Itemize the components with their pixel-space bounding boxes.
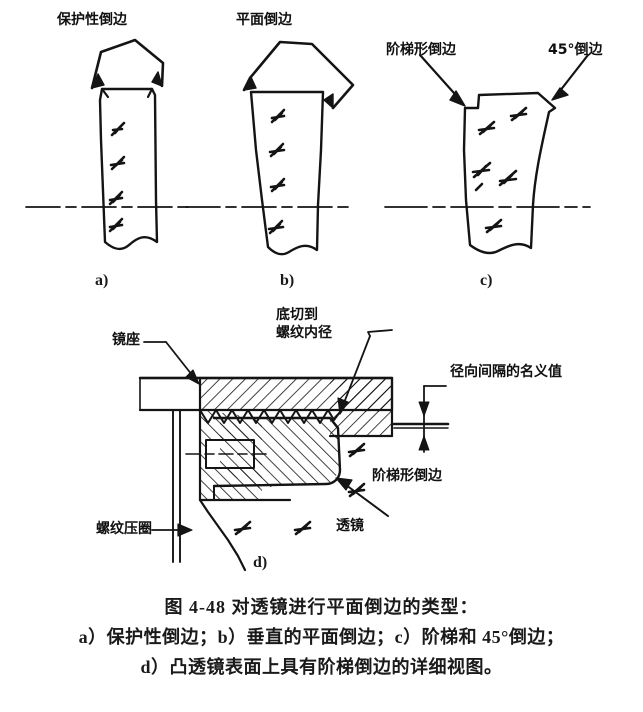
panel-d-label-mount: 镜座 xyxy=(112,332,140,348)
panel-a-left-arrowhead xyxy=(91,73,105,89)
panel-d-undercut-leader xyxy=(341,335,371,409)
panel-letter-c: c) xyxy=(480,272,493,289)
panel-d-mount-arrowhead xyxy=(185,369,200,385)
panel-b-surface-marks xyxy=(267,108,286,235)
panel-d-mount-hatch-left xyxy=(140,378,392,410)
panel-c-annotation-45-bevel: 45°倒边 xyxy=(548,42,603,58)
panel-a-lens-body xyxy=(98,87,159,251)
panel-b-drawing xyxy=(185,40,355,256)
panel-d-lens-surface-curve xyxy=(198,498,247,572)
panel-d-label-radial-gap: 径向间隔的名义值 xyxy=(450,364,562,380)
figure-caption-line-1: 图 4-48 对透镜进行平面倒边的类型： xyxy=(164,597,479,617)
panel-c-left-arrowhead xyxy=(449,90,466,107)
panel-c-drawing xyxy=(384,53,591,255)
panel-d-mount-hatch-ext xyxy=(330,378,392,436)
figure-caption-line-3: d）凸透镜表面上具有阶梯倒边的详细视图。 xyxy=(140,657,503,677)
panel-d-drawing xyxy=(138,329,450,572)
panel-d-label-undercut-line1: 底切到 xyxy=(276,307,318,323)
panel-a-bevel-left xyxy=(100,87,110,99)
panel-d-surface-marks xyxy=(233,442,366,536)
figure-caption-line-2: a）保护性倒边；b）垂直的平面倒边；c）阶梯和 45°倒边； xyxy=(78,627,565,647)
panel-d-step-bevel-arrowhead xyxy=(335,477,353,491)
panel-d-undercut-leader-tail xyxy=(367,329,393,337)
panel-d-lens-hatch xyxy=(220,418,340,488)
figure-caption: 图 4-48 对透镜进行平面倒边的类型： a）保护性倒边；b）垂直的平面倒边；c… xyxy=(0,592,643,682)
panel-c-right-arrowhead xyxy=(551,87,569,101)
panel-d-step-bevel-leader xyxy=(341,481,389,517)
panel-d-label-step-bevel: 阶梯形倒边 xyxy=(372,468,442,484)
panel-c-lens-body xyxy=(462,91,557,255)
panel-a-callout-outline xyxy=(90,38,165,90)
panel-c-surface-marks xyxy=(471,106,528,234)
panel-a-bevel-right xyxy=(146,87,154,99)
panel-d-gap-arrowhead-upper xyxy=(418,401,430,417)
panel-d-label-retainer: 螺纹压圈 xyxy=(96,521,152,537)
panel-letter-b: b) xyxy=(280,272,295,289)
panel-b-lens-body xyxy=(249,90,325,256)
panel-b-left-arrowhead xyxy=(243,76,257,91)
panel-a-annotation-protective-bevel: 保护性倒边 xyxy=(57,12,127,28)
panel-b-annotation-flat-bevel: 平面倒边 xyxy=(236,12,292,28)
panel-a-right-arrowhead xyxy=(151,71,163,87)
panel-b-right-arrowhead xyxy=(323,93,334,109)
panel-letter-d: d) xyxy=(253,554,268,571)
panel-c-annotation-step-bevel: 阶梯形倒边 xyxy=(386,42,456,58)
panel-letter-a: a) xyxy=(95,272,109,289)
panel-d-undercut-arrowhead xyxy=(337,397,349,415)
panel-d-retainer-arrowhead xyxy=(177,523,193,537)
panel-d-label-undercut-line2: 螺纹内径 xyxy=(276,325,332,341)
panel-d-label-lens: 透镜 xyxy=(336,518,364,534)
panel-a-surface-marks xyxy=(108,121,126,233)
panel-a-drawing xyxy=(25,38,189,251)
panel-d-lens-step-bevel xyxy=(328,416,340,430)
